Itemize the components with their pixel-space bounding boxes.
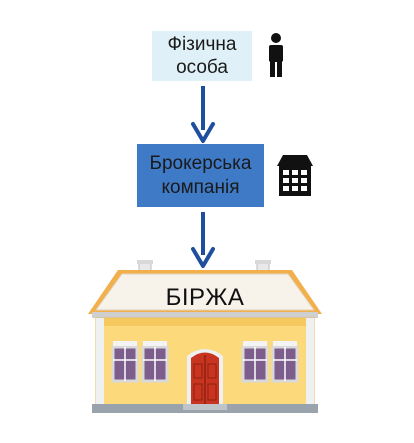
arrow-broker-to-exchange: [191, 212, 215, 268]
person-node: Фізична особа: [152, 31, 252, 81]
broker-node-line2: компанія: [161, 176, 240, 198]
person-icon: [269, 33, 283, 77]
person-node-line1: Фізична: [167, 34, 237, 55]
broker-node-line1: Брокерська: [149, 152, 252, 174]
broker-node: Брокерська компанія: [137, 144, 264, 207]
exchange-label: БІРЖА: [165, 284, 245, 311]
office-building-icon: [277, 155, 313, 196]
person-node-line2: особа: [176, 57, 228, 78]
exchange-building-icon: [88, 260, 322, 413]
arrow-person-to-broker: [191, 86, 215, 143]
